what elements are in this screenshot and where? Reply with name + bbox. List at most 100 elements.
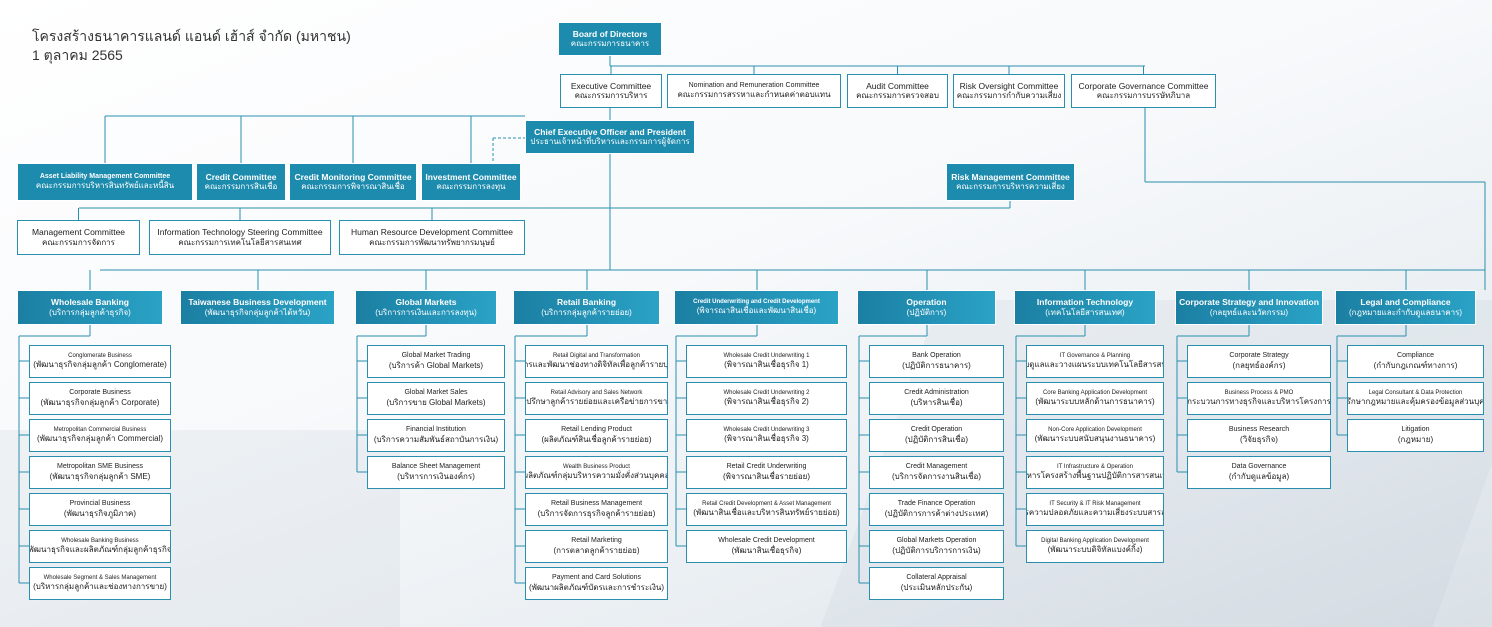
unit-1-5-th: (พัฒนาธุรกิจภูมิภาค) <box>63 508 137 518</box>
division-7-en: Information Technology <box>1036 297 1134 308</box>
unit-7-6-th: (พัฒนาระบบดิจิทัลแบงค์กิ้ง) <box>1047 545 1143 555</box>
unit-6-5: Trade Finance Operation(ปฏิบัติการการค้า… <box>869 493 1004 526</box>
unit-8-2: Business Process & PMO(กระบวนการทางธุรกิ… <box>1187 382 1331 415</box>
unit-1-6-en: Wholesale Banking Business <box>61 537 139 544</box>
unit-7-3-en: Non-Core Application Development <box>1048 426 1142 433</box>
division-6: Operation(ปฏิบัติการ) <box>857 290 996 325</box>
unit-4-2-th: (ที่ปรึกษาลูกค้ารายย่อยและเครือข่ายการขา… <box>525 397 668 407</box>
unit-1-3: Metropolitan Commercial Business(พัฒนาธุ… <box>29 419 171 452</box>
committee-3-th: คณะกรรมการตรวจสอบ <box>856 91 939 101</box>
unit-6-5-en: Trade Finance Operation <box>897 500 976 508</box>
unit-6-6: Global Markets Operation(ปฏิบัติการบริกา… <box>869 530 1004 563</box>
unit-5-1: Wholesale Credit Underwriting 1(พิจารณาส… <box>686 345 847 378</box>
division-9-th: (กฎหมายและกำกับดูแลธนาคาร) <box>1348 307 1463 317</box>
unit-3-2-th: (บริการขาย Global Markets) <box>386 397 486 407</box>
unit-7-2-en: Core Banking Application Development <box>1042 389 1148 396</box>
unit-4-4-en: Wealth Business Product <box>563 463 630 470</box>
unit-6-2-th: (บริหารสินเชื่อ) <box>910 397 963 407</box>
mgmt-committee-2-en: Credit Committee <box>205 171 277 182</box>
unit-7-5-en: IT Security & IT Risk Management <box>1049 500 1141 507</box>
unit-5-1-en: Wholesale Credit Underwriting 1 <box>723 352 810 359</box>
page-date: 1 ตุลาคม 2565 <box>32 47 123 63</box>
unit-1-4-en: Metropolitan SME Business <box>57 463 143 471</box>
unit-7-3-th: (พัฒนาระบบสนับสนุนงานธนาคาร) <box>1034 434 1156 444</box>
mgmt-committee-1-th: คณะกรรมการบริหารสินทรัพย์และหนี้สิน <box>35 181 175 191</box>
unit-7-6-en: Digital Banking Application Development <box>1041 537 1149 544</box>
division-6-th: (ปฏิบัติการ) <box>906 307 947 317</box>
unit-7-2: Core Banking Application Development(พัฒ… <box>1026 382 1164 415</box>
unit-7-4-th: (บริหารโครงสร้างพื้นฐานปฏิบัติการสารสนเท… <box>1026 471 1163 481</box>
unit-5-6-th: (พัฒนาสินเชื่อธุรกิจ) <box>731 545 802 555</box>
unit-3-4-en: Balance Sheet Management <box>391 463 481 471</box>
mgmt-committee-1-en: Asset Liability Management Committee <box>39 172 171 180</box>
unit-8-2-en: Business Process & PMO <box>1224 389 1294 396</box>
unit-8-3-en: Business Research <box>1228 426 1290 434</box>
unit-1-2-en: Corporate Business <box>69 389 131 397</box>
other-committee-1-en: Management Committee <box>31 227 126 238</box>
division-5-th: (พิจารณาสินเชื่อและพัฒนาสินเชื่อ) <box>696 306 817 316</box>
unit-4-4: Wealth Business Product(ผลิตภัณฑ์กลุ่มบร… <box>525 456 668 489</box>
unit-1-6: Wholesale Banking Business(พัฒนาธุรกิจแล… <box>29 530 171 563</box>
division-6-en: Operation <box>906 297 947 308</box>
division-4-en: Retail Banking <box>556 297 617 308</box>
committee-4-en: Risk Oversight Committee <box>959 80 1059 91</box>
unit-1-7: Wholesale Segment & Sales Management(บริ… <box>29 567 171 600</box>
other-committee-1-th: คณะกรรมการจัดการ <box>42 237 115 247</box>
unit-6-3: Credit Operation(ปฏิบัติการสินเชื่อ) <box>869 419 1004 452</box>
unit-3-1-th: (บริการค้า Global Markets) <box>388 360 484 370</box>
unit-5-1-th: (พิจารณาสินเชื่อธุรกิจ 1) <box>724 360 809 370</box>
unit-9-1-th: (กำกับกฎเกณฑ์ทางการ) <box>1373 360 1458 370</box>
unit-1-1: Conglomerate Business(พัฒนาธุรกิจกลุ่มลู… <box>29 345 171 378</box>
unit-4-6: Retail Marketing(การตลาดลูกค้ารายย่อย) <box>525 530 668 563</box>
division-8-en: Corporate Strategy and Innovation <box>1179 297 1319 308</box>
division-2-en: Taiwanese Business Development <box>188 297 327 308</box>
unit-6-7-en: Collateral Appraisal <box>906 574 967 582</box>
committee-2-en: Nomination and Remuneration Committee <box>688 81 820 89</box>
unit-4-5-th: (บริการจัดการธุรกิจลูกค้ารายย่อย) <box>537 508 656 518</box>
other-committee-3-en: Human Resource Development Committee <box>350 227 514 238</box>
division-2: Taiwanese Business Development(พัฒนาธุรก… <box>180 290 335 325</box>
unit-3-1: Global Market Trading(บริการค้า Global M… <box>367 345 505 378</box>
unit-3-3: Financial Institution(บริการความสัมพันธ์… <box>367 419 505 452</box>
unit-8-4-en: Data Governance <box>1231 463 1287 471</box>
unit-5-4: Retail Credit Underwriting(พิจารณาสินเชื… <box>686 456 847 489</box>
unit-1-6-th: (พัฒนาธุรกิจและผลิตภัณฑ์กลุ่มลูกค้าธุรกิ… <box>29 545 171 555</box>
unit-8-4: Data Governance(กำกับดูแลข้อมูล) <box>1187 456 1331 489</box>
unit-9-1-en: Compliance <box>1397 352 1434 360</box>
committee-5-en: Corporate Governance Committee <box>1078 80 1209 91</box>
unit-8-4-th: (กำกับดูแลข้อมูล) <box>1228 471 1290 481</box>
unit-8-1: Corporate Strategy(กลยุทธ์องค์กร) <box>1187 345 1331 378</box>
unit-6-5-th: (ปฏิบัติการการค้าต่างประเทศ) <box>884 508 989 518</box>
unit-6-1-th: (ปฏิบัติการธนาคาร) <box>902 360 971 370</box>
unit-3-1-en: Global Market Trading <box>401 352 471 360</box>
unit-4-7-th: (พัฒนาผลิตภัณฑ์บัตรและการชำระเงิน) <box>528 582 665 592</box>
unit-4-7: Payment and Card Solutions(พัฒนาผลิตภัณฑ… <box>525 567 668 600</box>
division-3-th: (บริการการเงินและการลงทุน) <box>375 307 477 317</box>
unit-9-3-th: (กฎหมาย) <box>1397 434 1434 444</box>
committee-5-th: คณะกรรมการบรรษัทภิบาล <box>1096 91 1191 101</box>
unit-6-6-th: (ปฏิบัติการบริการการเงิน) <box>892 545 981 555</box>
unit-6-1-en: Bank Operation <box>912 352 961 360</box>
division-4-th: (บริการกลุ่มลูกค้ารายย่อย) <box>541 307 632 317</box>
mgmt-committee-3-th: คณะกรรมการพิจารณาสินเชื่อ <box>301 182 405 192</box>
unit-4-1-en: Retail Digital and Transformation <box>552 352 641 359</box>
unit-4-3-en: Retail Lending Product <box>561 426 632 434</box>
unit-1-3-th: (พัฒนาธุรกิจกลุ่มลูกค้า Commercial) <box>36 434 163 444</box>
unit-4-4-th: (ผลิตภัณฑ์กลุ่มบริหารความมั่งคั่งส่วนบุค… <box>525 471 668 481</box>
division-7-th: (เทคโนโลยีสารสนเทศ) <box>1045 307 1125 317</box>
unit-7-1-en: IT Governance & Planning <box>1059 352 1131 359</box>
unit-5-3-th: (พิจารณาสินเชื่อธุรกิจ 3) <box>724 434 809 444</box>
unit-8-3: Business Research(วิจัยธุรกิจ) <box>1187 419 1331 452</box>
unit-1-2-th: (พัฒนาธุรกิจกลุ่มลูกค้า Corporate) <box>40 397 160 407</box>
unit-1-7-en: Wholesale Segment & Sales Management <box>43 574 157 581</box>
